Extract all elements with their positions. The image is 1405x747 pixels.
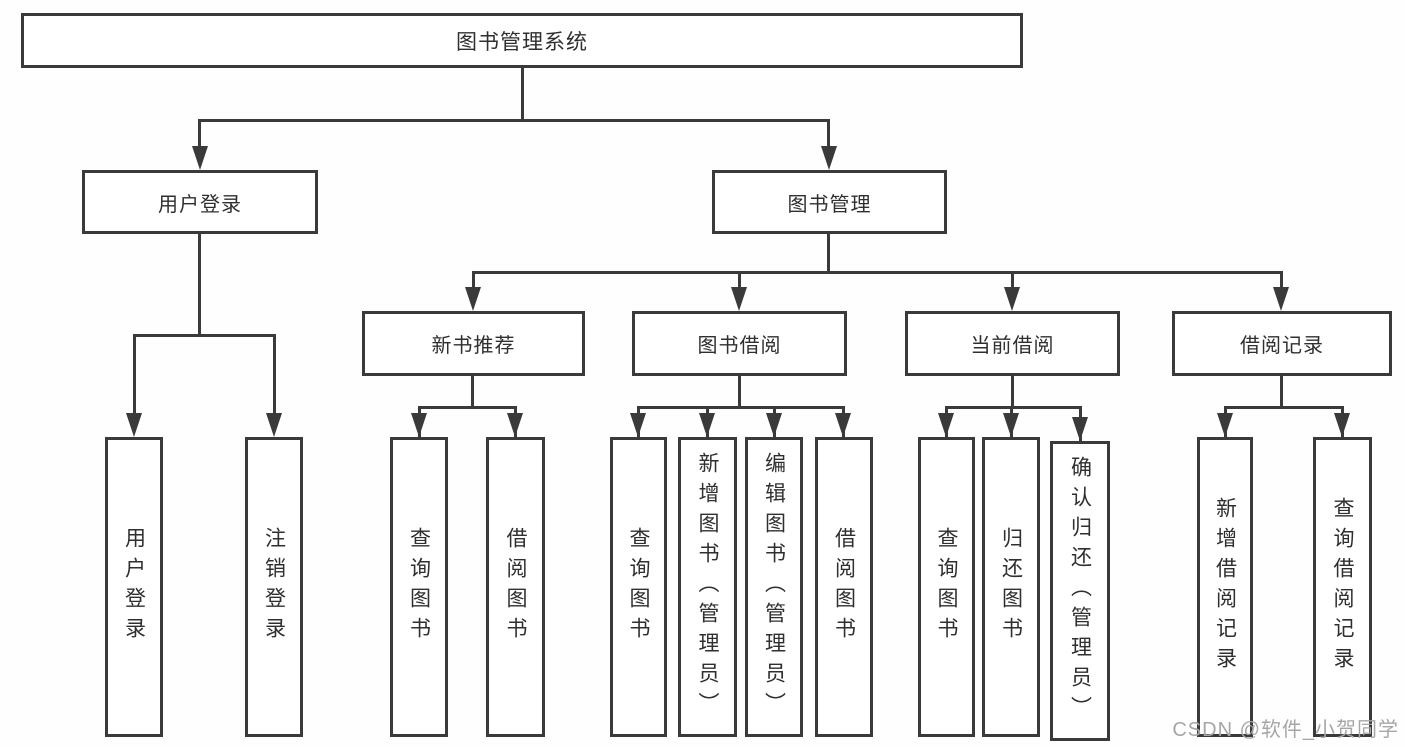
arrow-down-icon (821, 146, 837, 170)
leaf-borrow-books: 借阅图书 (815, 437, 873, 737)
leaf-label: 注销登录 (262, 527, 286, 647)
leaf-borrow-books-recommend: 借阅图书 (486, 437, 545, 737)
arrow-down-icon (766, 413, 782, 437)
connector-line (637, 406, 845, 409)
connector-line (133, 334, 276, 337)
leaf-label: 归还图书 (999, 527, 1023, 647)
csdn-watermark: CSDN @软件_小贺同学 (1172, 719, 1399, 741)
arrow-down-icon (835, 413, 851, 437)
node-new-book-recommendation: 新书推荐 (362, 311, 585, 376)
node-label: 新书推荐 (431, 335, 516, 357)
leaf-label: 查询借阅记录 (1331, 497, 1354, 677)
connector-line (472, 271, 475, 291)
arrow-down-icon (507, 413, 523, 437)
node-label: 图书管理 (787, 193, 872, 216)
node-book-borrowing: 图书借阅 (632, 311, 847, 376)
connector-line (1280, 271, 1283, 291)
leaf-label: 新增图书（管理员） (696, 452, 719, 722)
arrow-down-icon (1217, 413, 1233, 437)
connector-line (198, 119, 830, 122)
arrow-down-icon (731, 287, 747, 311)
arrow-down-icon (938, 413, 954, 437)
leaf-label: 查询图书 (627, 527, 650, 647)
connector-line (273, 334, 276, 414)
arrow-down-icon (630, 413, 646, 437)
leaf-query-borrow-record: 查询借阅记录 (1313, 437, 1372, 737)
leaf-query-books-recommend: 查询图书 (390, 437, 448, 737)
connector-line (1011, 376, 1014, 408)
leaf-label: 借阅图书 (832, 527, 856, 647)
connector-line (521, 68, 524, 120)
node-book-management-branch: 图书管理 (712, 170, 947, 234)
leaf-add-borrow-record: 新增借阅记录 (1197, 437, 1253, 737)
node-label: 借阅记录 (1240, 335, 1324, 357)
connector-line (133, 334, 136, 414)
leaf-label: 查询图书 (935, 527, 958, 647)
connector-line (1224, 406, 1343, 409)
node-label: 图书借阅 (697, 335, 782, 357)
connector-line (738, 376, 741, 408)
leaf-logout: 注销登录 (245, 437, 303, 737)
leaf-label: 确认归还（管理员） (1068, 456, 1092, 726)
arrow-down-icon (465, 287, 481, 311)
connector-line (471, 376, 474, 408)
node-borrowing-records: 借阅记录 (1172, 311, 1392, 376)
leaf-label: 查询图书 (407, 527, 431, 647)
arrow-down-icon (1004, 287, 1020, 311)
leaf-query-books-borrow: 查询图书 (610, 437, 667, 737)
connector-line (1011, 271, 1014, 291)
node-label: 图书管理系统 (456, 30, 588, 54)
node-label: 当前借阅 (970, 335, 1055, 357)
arrow-down-icon (699, 413, 715, 437)
connector-line (827, 119, 830, 151)
node-label: 用户登录 (158, 193, 242, 216)
arrow-down-icon (126, 413, 142, 437)
arrow-down-icon (192, 146, 208, 170)
arrow-down-icon (266, 413, 282, 437)
leaf-edit-books-admin: 编辑图书（管理员） (745, 437, 803, 737)
connector-line (1280, 376, 1283, 408)
arrow-down-icon (1334, 413, 1350, 437)
arrow-down-icon (1003, 413, 1019, 437)
node-library-management-system: 图书管理系统 (21, 13, 1023, 68)
leaf-return-books: 归还图书 (982, 437, 1040, 737)
leaf-confirm-return-admin: 确认归还（管理员） (1050, 441, 1110, 741)
connector-line (472, 271, 1283, 274)
connector-line (738, 271, 741, 291)
node-current-borrowing: 当前借阅 (905, 311, 1120, 376)
connector-line (827, 234, 830, 273)
leaf-add-books-admin: 新增图书（管理员） (678, 437, 737, 737)
connector-line (198, 234, 201, 336)
arrow-down-icon (1273, 287, 1289, 311)
leaf-label: 新增借阅记录 (1213, 497, 1237, 677)
leaf-label: 编辑图书（管理员） (762, 452, 786, 722)
node-user-login-branch: 用户登录 (82, 170, 318, 234)
arrow-down-icon (411, 413, 427, 437)
leaf-label: 借阅图书 (504, 527, 527, 647)
connector-line (418, 406, 517, 409)
connector-line (198, 119, 201, 151)
connector-line (945, 406, 1082, 409)
leaf-user-login: 用户登录 (105, 437, 163, 737)
arrow-down-icon (1072, 417, 1088, 441)
leaf-label: 用户登录 (122, 527, 146, 647)
leaf-query-books-current: 查询图书 (918, 437, 975, 737)
